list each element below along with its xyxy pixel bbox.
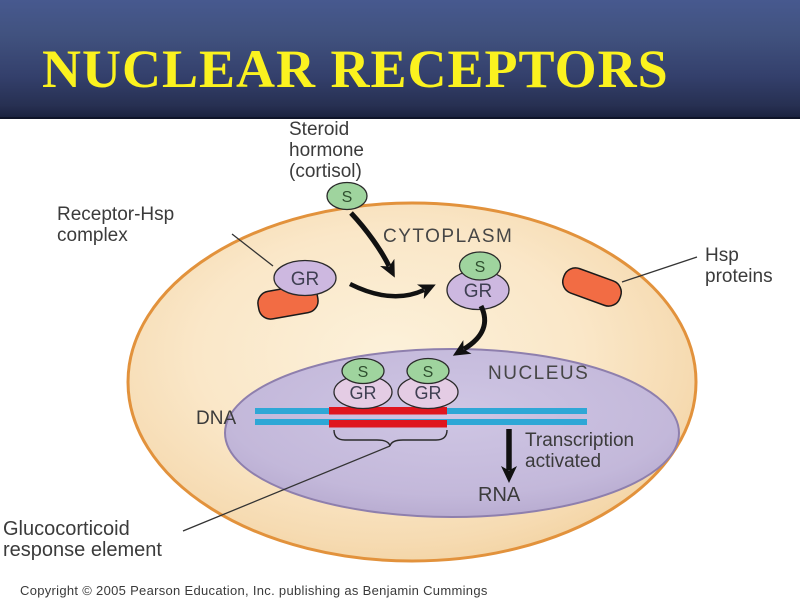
s-label-center: S [475, 259, 486, 276]
transcription-label: Transcription activated [525, 430, 635, 472]
response-element-top [329, 407, 447, 415]
s-label-top: S [342, 189, 353, 206]
gr-label-center: GR [464, 281, 493, 302]
cytoplasm-label: CYTOPLASM [383, 226, 514, 247]
receptor-hsp-label: Receptor-Hsp complex [57, 204, 175, 246]
steroid-hormone-label: Steroid hormone (cortisol) [289, 119, 364, 182]
hormone-entry-arrow [349, 211, 395, 278]
s-hormone-center [458, 251, 502, 281]
hsp-proteins-label: Hsp proteins [705, 245, 773, 287]
copyright-text: Copyright © 2005 Pearson Education, Inc.… [20, 583, 488, 598]
response-element-bottom [329, 420, 447, 428]
receptor-hsp-pointer-line [231, 233, 274, 267]
response-element-pointer-line [182, 445, 391, 532]
s-hormone-nucleus-1 [341, 357, 385, 385]
gr-label-nucleus-1: GR [350, 383, 377, 403]
slide-title: NUCLEAR RECEPTORS [42, 39, 669, 99]
title-banner: NUCLEAR RECEPTORS [0, 0, 800, 119]
binding-arrow [348, 281, 436, 299]
dna-label: DNA [196, 408, 237, 429]
hsp-protein-free [561, 267, 623, 307]
response-element-label: Glucocorticoid response element [3, 518, 162, 561]
gr-receptor-left [273, 259, 337, 297]
s-label-nucleus-2: S [423, 364, 434, 381]
hsp-proteins-pointer-line [621, 256, 698, 283]
rna-label: RNA [478, 484, 521, 506]
nucleus-label: NUCLEUS [488, 363, 590, 384]
s-hormone-nucleus-2 [406, 357, 450, 385]
gr-label-left: GR [291, 269, 320, 290]
nuclear-import-arrow [452, 304, 488, 356]
steroid-hormone-s [326, 181, 368, 211]
gr-label-nucleus-2: GR [415, 383, 442, 403]
s-label-nucleus-1: S [358, 364, 369, 381]
